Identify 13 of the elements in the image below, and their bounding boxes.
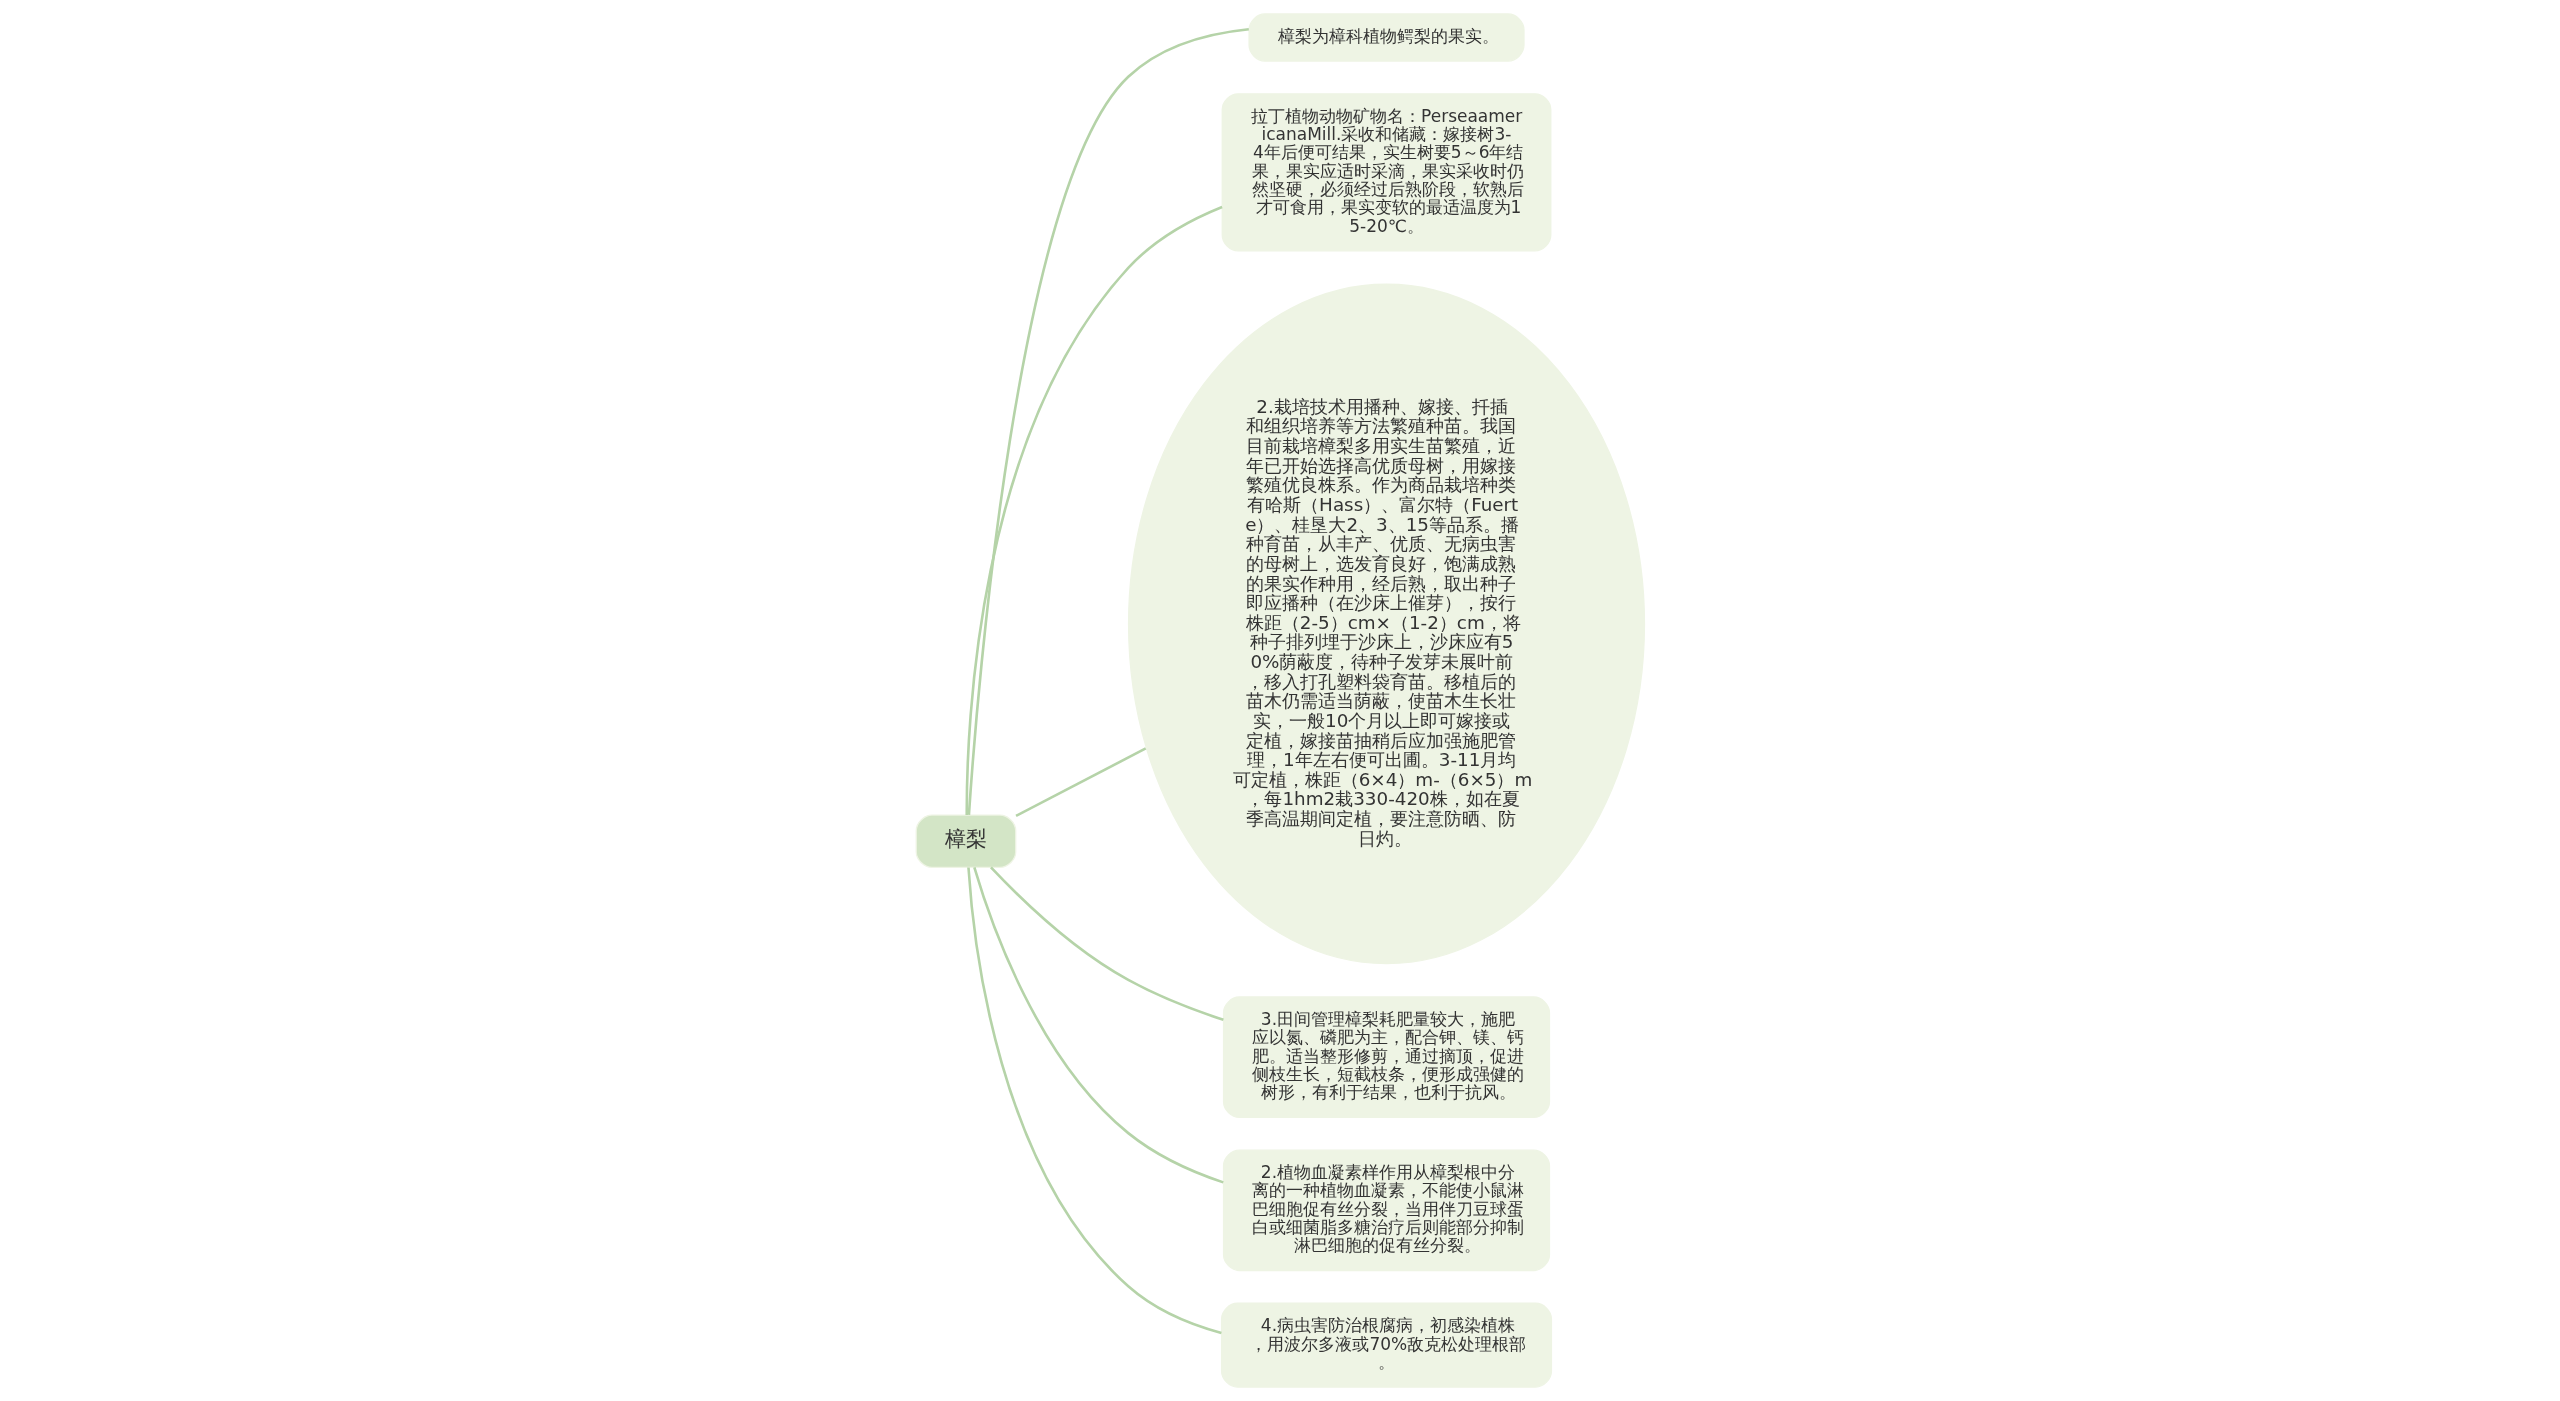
node-box: 2.植物血凝素样作用从樟梨根中分离的一种植物血凝素，不能使小鼠淋巴细胞促有丝分裂，当用伴刀豆球蛋白或细菌脂多糖治疗后则能部分抑制淋巴细胞的促有丝分裂。 xyxy=(1222,1149,1550,1272)
node-box: 樟梨 xyxy=(915,814,1016,869)
node-box: 3.田间管理樟梨耗肥量较大，施肥应以氮、磷肥为主，配合钾、镁、钙肥。适当整形修剪，通过摘顶，促进侧枝生长，短截枝条，便形成强健的树形，有利于结果，也利于抗风。 xyxy=(1222,996,1550,1119)
connector xyxy=(966,867,1222,1335)
node-box: 樟梨为樟科植物鳄梨的果实。 xyxy=(1247,13,1525,62)
node-box: 4.病虫害防治根腐病，初感染植株，用波尔多液或70%敌克松处理根部。 xyxy=(1220,1302,1552,1388)
connector xyxy=(1014,747,1146,818)
connector xyxy=(972,867,1224,1184)
connector xyxy=(964,205,1223,816)
node-ellipse: 2.栽培技术用播种、嫁接、扦插和组织培养等方法繁殖种苗。我国目前栽培樟梨多用实生苗繁殖，近年已开始选择高优质母树，用嫁接繁殖优良株系。作为商品栽培种类有哈斯（Hass）、富尔特（Fuerte）、桂垦大2、3、15等品系。播种育苗，从丰产、优质、无病虫害的母树上，选发育良好，饱满成熟的果实作种用，经后熟，取出种子即应播种（在沙床上催芽），按行株距（2-5）cm×（1-2）cm，将种子排列埋于沙床上，沙床应有50%荫蔽度，待种子发芽未展叶前，移入打孔塑料袋育苗。移植后的苗木仍需适当荫蔽，使苗木生长壮实，一般10个月以上即可嫁接或定植，嫁接苗抽稍后应加强施肥管理，1年左右便可出圃。3-11月均可定植，株距（6×4）m-（6×5）m，每1hm2栽330-420株，如在夏季高温期间定植，要注意防晒、防日灼。 xyxy=(1127,283,1645,965)
connector xyxy=(989,866,1224,1022)
connector xyxy=(967,27,1249,815)
node-box: 拉丁植物动物矿物名：PerseaamericanaMill.采收和储藏：嫁接树3-4年后便可结果，实生树要5～6年结果，果实应适时采滴，果实采收时仍然坚硬，必须经过后熟阶段，软熟后才可食用，果实变软的最适温度为15-20℃。 xyxy=(1221,93,1551,252)
